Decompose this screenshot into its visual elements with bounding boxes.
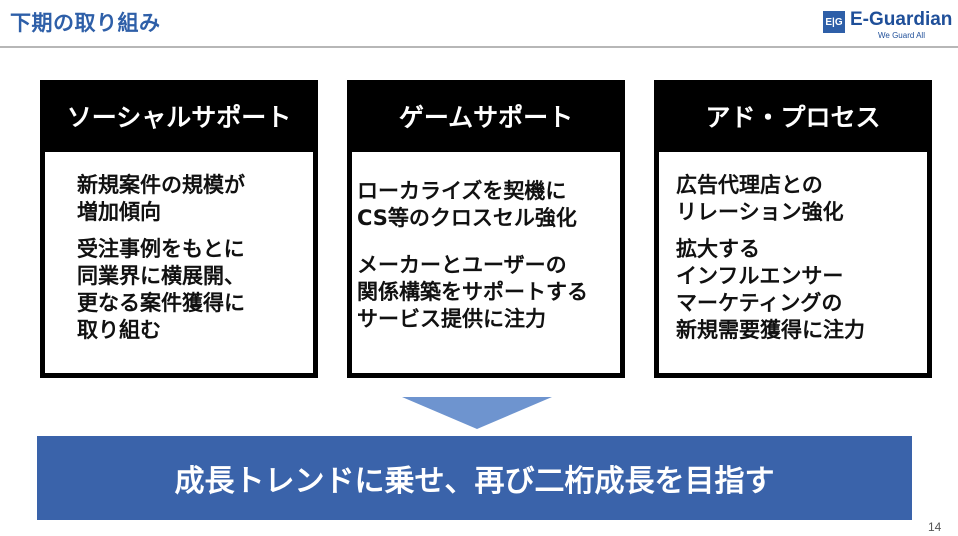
title-divider [0,46,958,48]
card-item: 拡大する インフルエンサー マーケティングの 新規需要獲得に注力 [676,237,865,342]
card-ad-process: アド・プロセス 広告代理店との リレーション強化 拡大する インフルエンサー マ… [654,80,932,378]
conclusion-banner: 成長トレンドに乗せ、再び二桁成長を目指す [37,436,912,520]
logo-mark-icon: E|G [823,11,845,33]
card-body: 新規案件の規模が 増加傾向 受注事例をもとに 同業界に横展開、 更なる案件獲得に… [45,152,313,373]
card-body: ローカライズを契機に CS等のクロスセル強化 メーカーとユーザーの 関係構築をサ… [352,152,620,373]
page-number: 14 [928,520,942,534]
card-game-support: ゲームサポート ローカライズを契機に CS等のクロスセル強化 メーカーとユーザー… [347,80,625,378]
card-social-support: ソーシャルサポート 新規案件の規模が 増加傾向 受注事例をもとに 同業界に横展開… [40,80,318,378]
card-item: 受注事例をもとに 同業界に横展開、 更なる案件獲得に 取り組む [77,237,245,342]
down-arrow-icon [402,397,552,429]
logo-name: E-Guardian [850,9,953,30]
card-item: 広告代理店との リレーション強化 [676,173,844,224]
card-item: メーカーとユーザーの 関係構築をサポートする サービス提供に注力 [357,253,588,331]
card-item: ローカライズを契機に CS等のクロスセル強化 [357,179,577,230]
card-title: ソーシャルサポート [66,103,292,132]
company-logo: E|G E-Guardian We Guard All [823,9,953,40]
card-item: 新規案件の規模が 増加傾向 [77,173,245,224]
card-title: アド・プロセス [705,103,881,132]
logo-tagline: We Guard All [878,31,925,40]
page-title: 下期の取り組み [10,11,161,35]
card-title: ゲームサポート [398,103,574,132]
card-body: 広告代理店との リレーション強化 拡大する インフルエンサー マーケティングの … [659,152,927,373]
